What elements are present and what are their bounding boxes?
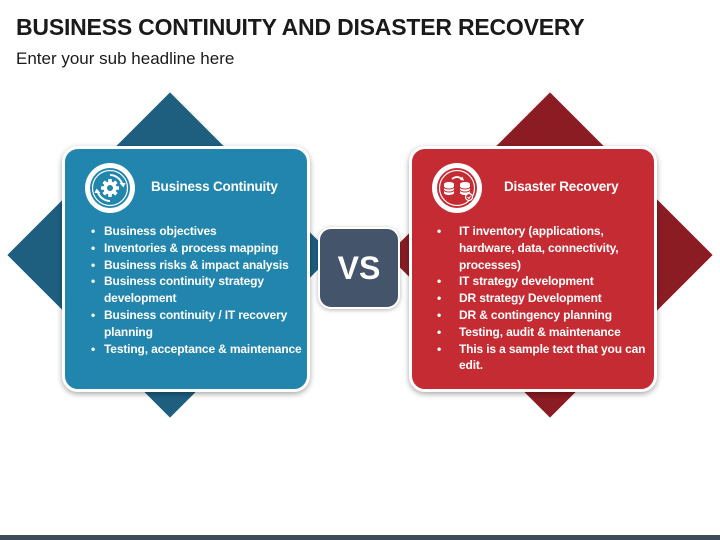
vs-badge: VS [318, 227, 400, 309]
footer-bar [0, 535, 720, 540]
page-title: BUSINESS CONTINUITY AND DISASTER RECOVER… [16, 14, 585, 40]
list-item: Business continuity strategy development [89, 273, 311, 307]
list-item: DR strategy Development [434, 290, 656, 307]
disaster-recovery-card: Disaster Recovery IT inventory (applicat… [409, 146, 657, 392]
page-subtitle: Enter your sub headline here [16, 49, 235, 68]
list-item: Business risks & impact analysis [89, 257, 311, 274]
list-item: Testing, audit & maintenance [434, 324, 656, 341]
business-continuity-list: Business objectives Inventories & proces… [89, 223, 311, 357]
list-item: DR & contingency planning [434, 307, 656, 324]
database-recovery-icon [432, 163, 482, 213]
business-continuity-title: Business Continuity [151, 179, 278, 194]
disaster-recovery-list: IT inventory (applications, hardware, da… [434, 223, 656, 374]
list-item: IT inventory (applications, hardware, da… [434, 223, 656, 273]
gear-cycle-icon [85, 163, 135, 213]
list-item: Testing, acceptance & maintenance [89, 341, 311, 358]
list-item: Business objectives [89, 223, 311, 240]
list-item: Business continuity / IT recovery planni… [89, 307, 311, 341]
list-item: Inventories & process mapping [89, 240, 311, 257]
disaster-recovery-title: Disaster Recovery [504, 179, 619, 194]
list-item: IT strategy development [434, 273, 656, 290]
business-continuity-card: Business Continuity Business objectives … [62, 146, 310, 392]
list-item: This is a sample text that you can edit. [434, 341, 656, 375]
